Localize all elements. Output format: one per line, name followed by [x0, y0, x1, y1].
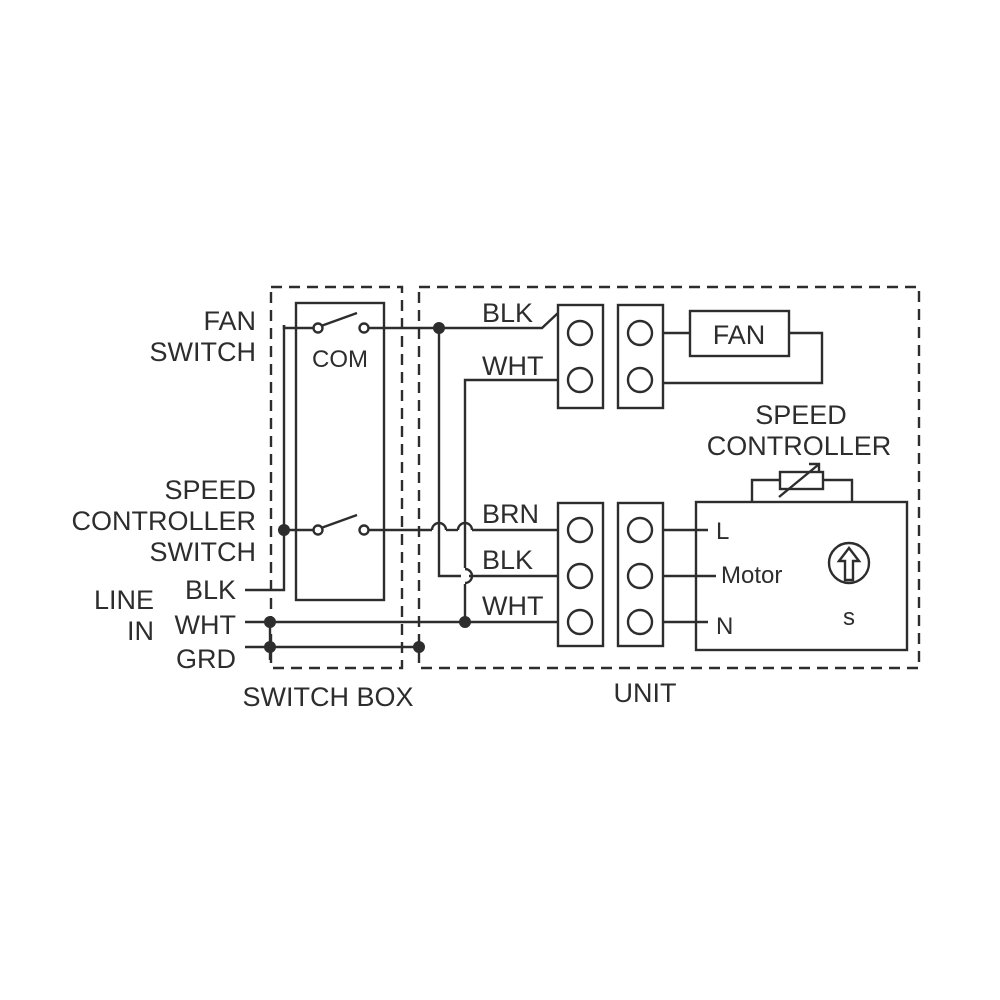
- label-motor-s: s: [843, 604, 855, 631]
- label-wire-wht-bottom: WHT: [482, 591, 543, 621]
- junction-dot: [433, 322, 445, 334]
- label-speed-controller-switch-line3: SWITCH: [150, 537, 256, 567]
- motor-rotation-arrow-icon: [827, 541, 871, 585]
- common-bus: [245, 325, 286, 592]
- label-motor: Motor: [721, 562, 782, 589]
- label-switch-box: SWITCH BOX: [242, 682, 413, 712]
- terminal-block-upper-right: [616, 303, 665, 410]
- label-speed-controller-switch-line1: SPEED: [164, 475, 256, 505]
- speed-controller-resistor: [750, 462, 854, 502]
- label-fan-switch-line1: FAN: [203, 306, 256, 336]
- label-line-grd: GRD: [176, 644, 236, 674]
- label-motor-l: L: [716, 518, 729, 545]
- junction-dot: [278, 524, 290, 536]
- label-fan: FAN: [713, 320, 766, 350]
- terminal-block-upper-left: [556, 303, 605, 410]
- wire-wht-top: [463, 378, 558, 622]
- motor-box: [694, 500, 909, 652]
- label-wire-wht-top: WHT: [482, 351, 543, 381]
- junction-dot: [264, 616, 276, 628]
- label-line-blk: BLK: [185, 575, 236, 605]
- wire-blk-top: [439, 312, 559, 330]
- label-wire-brn: BRN: [482, 499, 539, 529]
- label-line-in-line2: IN: [127, 616, 154, 646]
- label-line-in-line1: LINE: [94, 585, 154, 615]
- label-speed-controller-switch-line2: CONTROLLER: [71, 506, 256, 536]
- unit-enclosure: [417, 285, 921, 670]
- label-fan-switch-line2: SWITCH: [150, 337, 256, 367]
- junction-dot: [264, 641, 276, 653]
- junction-dot: [413, 641, 425, 653]
- label-speed-controller-line1: SPEED: [755, 400, 847, 430]
- label-wire-blk-bottom: BLK: [482, 545, 533, 575]
- label-speed-controller-line2: CONTROLLER: [707, 431, 892, 461]
- label-motor-n: N: [716, 613, 733, 640]
- switch-body: [294, 301, 386, 602]
- wht-crossover: [461, 567, 474, 585]
- terminal-block-lower-right: [616, 501, 665, 648]
- switch-box-enclosure: [269, 285, 404, 670]
- terminal-block-lower-left: [556, 501, 605, 648]
- label-com: COM: [312, 346, 368, 373]
- fan-switch-contacts: [282, 311, 439, 334]
- label-wire-blk-top: BLK: [482, 298, 533, 328]
- label-line-wht: WHT: [175, 610, 236, 640]
- label-unit: UNIT: [614, 678, 677, 708]
- wire-blk-bus: [437, 328, 558, 578]
- junction-dot: [459, 616, 471, 628]
- fan-return-wire: [663, 331, 824, 385]
